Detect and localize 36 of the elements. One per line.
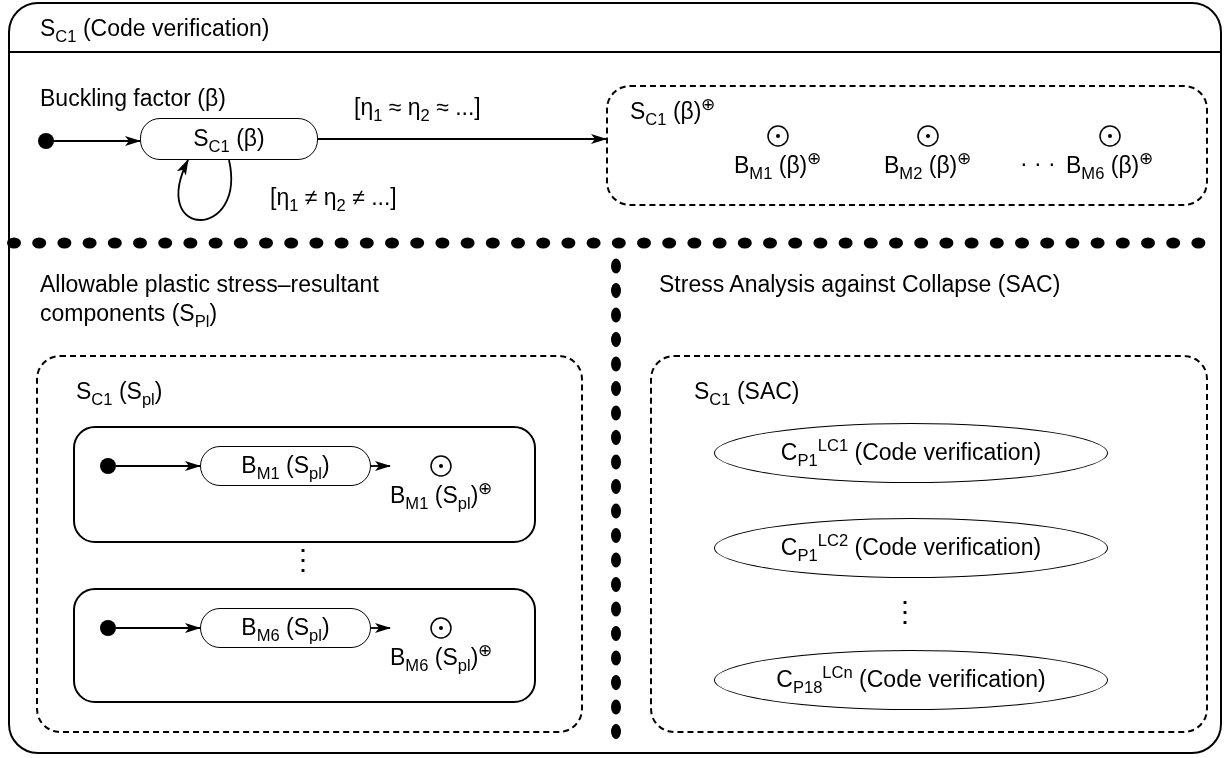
state-box xyxy=(73,588,536,703)
transition-arrow xyxy=(115,461,201,471)
transition-arrow xyxy=(317,134,607,144)
initial-state-dot xyxy=(100,458,116,474)
state-ellipse: C$_{P1}$$^{LC1}$ (Code verification) xyxy=(714,423,1108,483)
transition-arrow xyxy=(370,623,391,633)
state-title: S$_{C1}$ (SAC) xyxy=(694,377,800,406)
state-label: B$_{M6}$ (S$_{pl}$)$^{⊕}$ xyxy=(390,644,493,672)
transition-arrow xyxy=(53,136,141,146)
region-heading: Stress Analysis against Collapse (SAC) xyxy=(659,270,1061,299)
dashed-state-box xyxy=(36,355,583,733)
initial-state-dot xyxy=(100,620,116,636)
transition-arrow xyxy=(177,159,233,221)
state-title: S$_{C1}$ (S$_{pl}$) xyxy=(76,377,163,406)
transition-arrow xyxy=(115,623,201,633)
transition-arrow xyxy=(370,461,391,471)
initial-state-dot xyxy=(38,133,54,149)
ellipsis: · · · xyxy=(1020,152,1056,175)
state-ellipse: C$_{P18}$$^{LCn}$ (Code verification) xyxy=(714,650,1108,710)
state-title: S$_{C1}$ (β)$^{⊕}$ xyxy=(630,97,716,126)
state-label: B$_{M2}$ (β)$^{⊕}$ xyxy=(884,152,972,180)
state-label: B$_{M1}$ (S$_{pl}$)$^{⊕}$ xyxy=(390,482,493,510)
vertical-ellipsis: ⋮ xyxy=(289,546,317,574)
dashed-state-box xyxy=(606,85,1208,206)
state-box: B$_{M6}$ (S$_{pl}$) xyxy=(200,608,371,648)
state-box xyxy=(73,426,536,543)
state-box: B$_{M1}$ (S$_{pl}$) xyxy=(200,446,371,486)
state-box: S$_{C1}$ (β) xyxy=(140,118,318,160)
state-title: S$_{C1}$ (Code verification) xyxy=(40,14,270,43)
region-heading: Allowable plastic stress–resultant components (S$_{Pl}$) xyxy=(40,270,380,328)
dashed-state-box xyxy=(650,355,1208,733)
state-label: B$_{M6}$ (β)$^{⊕}$ xyxy=(1066,152,1154,180)
region-heading: Buckling factor (β) xyxy=(40,84,226,113)
state-ellipse: C$_{P1}$$^{LC2}$ (Code verification) xyxy=(714,518,1108,578)
vertical-ellipsis: ⋮ xyxy=(891,598,919,626)
state-label: B$_{M1}$ (β)$^{⊕}$ xyxy=(734,152,822,180)
